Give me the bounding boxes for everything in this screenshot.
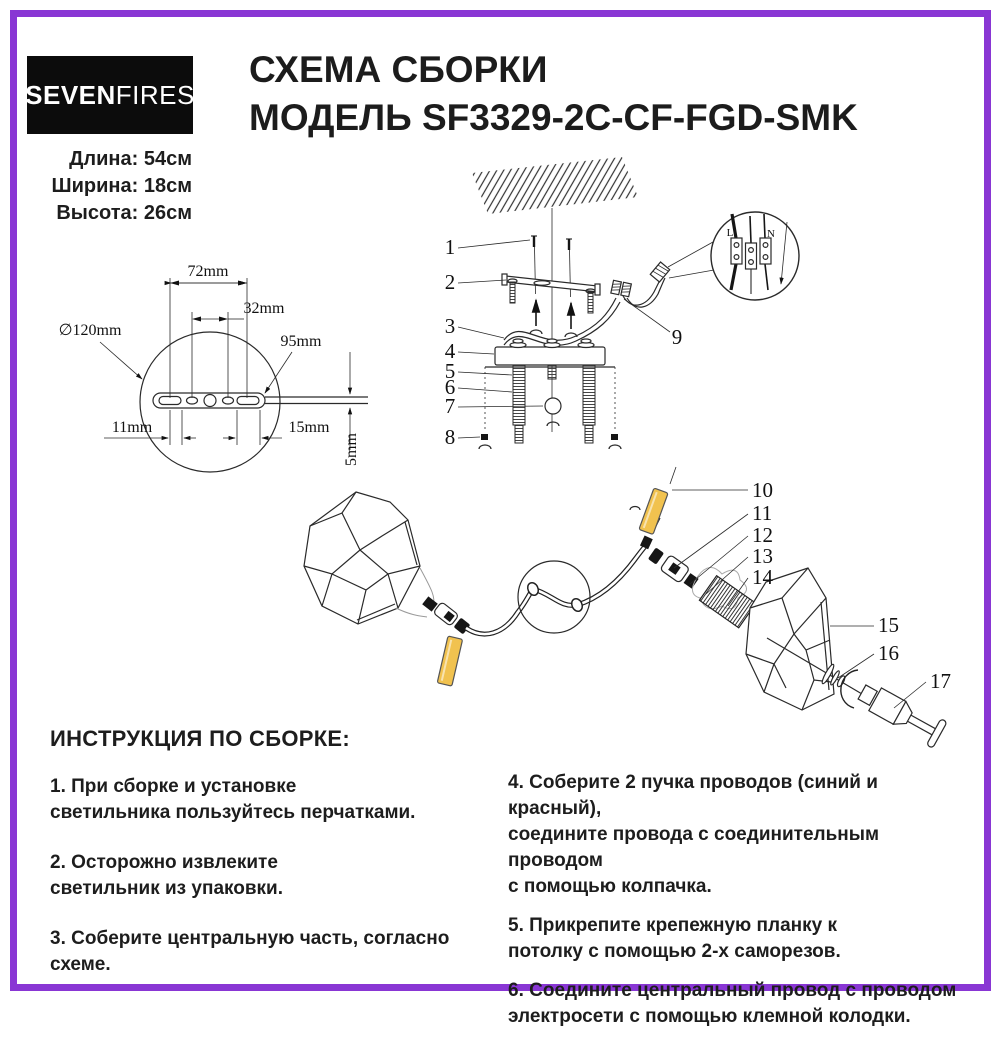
callout-15: 15 — [878, 613, 899, 637]
fixture-assembly-diagram: 10 11 12 13 14 15 16 17 — [303, 466, 951, 748]
dim-32mm: 32mm — [191, 300, 285, 398]
dim-95mm: 95mm — [264, 333, 322, 394]
detail-circle — [139, 331, 281, 473]
instructions-left-column: 1. При сборке и установке светильника по… — [50, 774, 510, 1002]
dim-11mm-label: 11mm — [112, 419, 153, 436]
callout-13: 13 — [752, 544, 773, 568]
callout-1: 1 — [445, 235, 456, 259]
callout-2: 2 — [445, 270, 456, 294]
callout-16: 16 — [878, 641, 899, 665]
instruction-step-1: 1. При сборке и установке светильника по… — [50, 776, 416, 823]
dim-95mm-label: 95mm — [281, 333, 322, 350]
dim-5mm-label: 5mm — [343, 433, 360, 466]
stem-line — [766, 637, 863, 695]
threaded-rods — [512, 364, 596, 444]
callout-12: 12 — [752, 523, 773, 547]
callout-8: 8 — [445, 425, 456, 449]
dim-120mm: ∅120mm — [59, 322, 143, 380]
ceiling-surface — [472, 157, 638, 214]
instruction-step-3: 3. Соберите центральную часть, согласно … — [50, 928, 450, 975]
instruction-step-5: 5. Прикрепите крепежную планку к потолку… — [508, 915, 841, 962]
ceiling-mount-diagram: 1 2 3 4 5 6 7 8 9 L N — [445, 157, 800, 450]
bracket-detail-drawing: 72mm 32mm 95mm ∅120mm 11mm 15mm — [59, 263, 368, 473]
side-screws — [478, 434, 622, 450]
brand-logo-seven: SEVEN — [25, 79, 116, 110]
title-line-1: СХЕМА СБОРКИ — [249, 49, 548, 90]
title-line-2: МОДЕЛЬ SF3329-2C-CF-FGD-SMK — [249, 97, 858, 138]
callout-leaders — [457, 239, 671, 439]
terminal-neutral-label: N — [767, 228, 775, 240]
callout-9: 9 — [672, 325, 683, 349]
terminal-blocks — [730, 237, 772, 270]
instruction-step-6: 6. Соедините центральный провод с провод… — [508, 980, 957, 1027]
dim-5mm: 5mm — [343, 352, 360, 466]
mounting-bar — [501, 273, 601, 314]
mounting-bar — [152, 392, 368, 409]
page-title: СХЕМА СБОРКИ МОДЕЛЬ SF3329-2C-CF-FGD-SMK — [249, 46, 858, 142]
callout-14: 14 — [752, 565, 774, 589]
dim-32mm-label: 32mm — [244, 300, 285, 317]
left-candle-tube — [437, 635, 463, 687]
terminal-live-label: L — [727, 227, 734, 239]
lamp-holder — [857, 684, 947, 748]
callout-3: 3 — [445, 314, 456, 338]
callout-10: 10 — [752, 478, 773, 502]
right-candle-tube — [638, 487, 669, 535]
dim-15mm: 15mm — [223, 410, 330, 445]
dim-72mm-label: 72mm — [188, 263, 229, 280]
terminal-detail-circle: L N — [667, 211, 800, 301]
wires — [503, 275, 666, 346]
left-lampshade — [303, 491, 421, 625]
dimension-width: Ширина: 18см — [51, 175, 193, 197]
callout-11: 11 — [752, 501, 772, 525]
washer-stack — [821, 663, 846, 688]
product-dimensions: Длина: 54см Ширина: 18см Высота: 26см — [28, 146, 193, 227]
instructions-heading: ИНСТРУКЦИЯ ПО СБОРКЕ: — [50, 726, 351, 751]
dimension-length: Длина: 54см — [69, 148, 192, 170]
right-socket-chain — [648, 548, 757, 629]
left-socket — [422, 596, 470, 634]
callout-4: 4 — [445, 339, 456, 363]
callout-17: 17 — [930, 669, 951, 693]
rotate-arrow — [840, 669, 859, 709]
instruction-step-2: 2. Осторожно извлеките светильник из упа… — [50, 852, 284, 899]
wire-connectors — [610, 261, 671, 298]
hanging-ball — [544, 397, 562, 427]
brand-logo-fires: FIRES — [115, 79, 195, 110]
dim-72mm: 72mm — [164, 263, 248, 398]
insert-direction-arrows — [529, 298, 578, 338]
dimension-height: Высота: 26см — [56, 202, 192, 224]
dim-15mm-label: 15mm — [289, 419, 330, 436]
center-ring — [517, 560, 591, 634]
instruction-step-4: 4. Соберите 2 пучка проводов (синий и кр… — [508, 772, 880, 897]
callout-6: 6 — [445, 375, 456, 399]
right-lampshade — [745, 567, 835, 711]
callout-5: 5 — [445, 359, 456, 383]
dim-120mm-label: ∅120mm — [59, 322, 122, 339]
dim-11mm: 11mm — [104, 410, 196, 445]
callout-7: 7 — [445, 394, 456, 418]
instructions-right-column: 4. Соберите 2 пучка проводов (синий и кр… — [508, 770, 970, 1043]
curved-arm — [464, 540, 651, 637]
fixture-callout-leaders — [672, 489, 927, 709]
